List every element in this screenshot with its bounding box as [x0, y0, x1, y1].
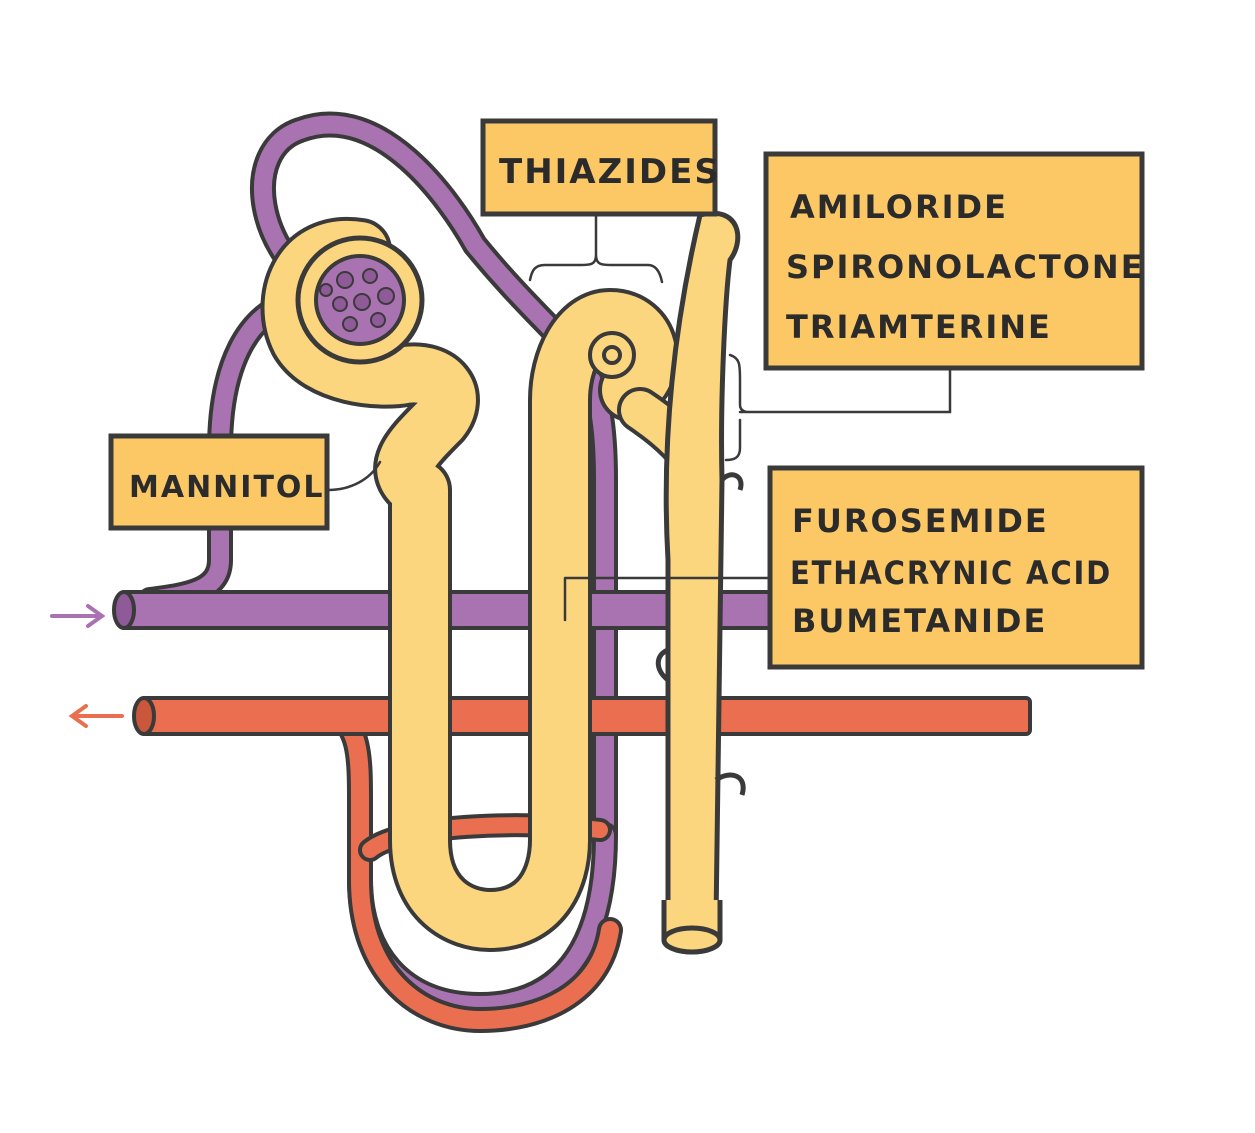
outflow-arrow [68, 704, 124, 728]
potassium-sparing-brace [724, 353, 952, 462]
amiloride-label: AMILORIDE [790, 188, 1008, 226]
leader-lines [326, 212, 952, 622]
collecting-duct [655, 210, 746, 955]
mannitol-label: MANNITOL [129, 470, 325, 505]
ethacrynic-acid-label: ETHACRYNIC ACID [790, 554, 1112, 592]
bumetanide-label: BUMETANIDE [792, 602, 1047, 640]
mannitol-leader [326, 460, 382, 492]
mannitol-box: MANNITOL [108, 433, 330, 531]
thiazides-box: THIAZIDES [480, 118, 721, 217]
loop-leader [563, 576, 772, 622]
inflow-arrow [50, 604, 106, 628]
furosemide-label: FUROSEMIDE [792, 502, 1049, 540]
triamterine-label: TRIAMTERINE [786, 308, 1052, 346]
thiazides-brace [528, 212, 664, 284]
loop-diuretics-box: FUROSEMIDE ETHACRYNIC ACID BUMETANIDE [767, 465, 1145, 670]
potassium-sparing-box: AMILORIDE SPIRONOLACTONE TRIAMTERINE [763, 151, 1145, 371]
thiazides-label: THIAZIDES [499, 152, 721, 192]
spironolactone-label: SPIRONOLACTONE [786, 248, 1145, 286]
glomerulus [295, 235, 425, 365]
